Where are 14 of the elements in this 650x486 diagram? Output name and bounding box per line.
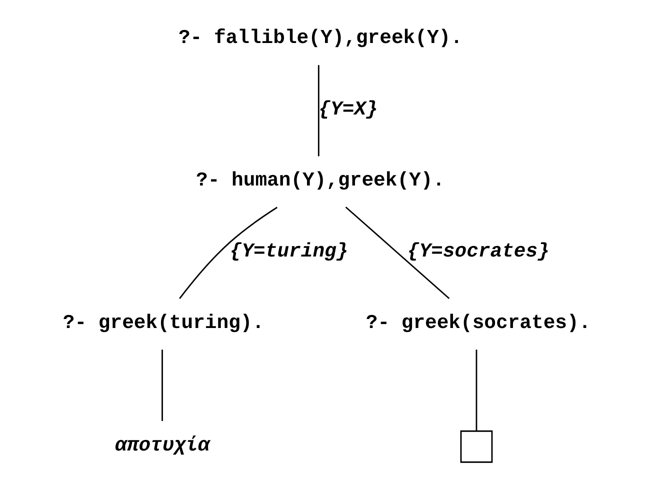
connector [318,65,320,156]
edge-label: {Y=socrates} [407,240,550,263]
node-text: ?- greek(socrates). [366,312,591,334]
node-text: ?- fallible(Y),greek(Y). [178,27,462,50]
connector [179,206,278,299]
node-text: αποτυχία [115,434,210,456]
connector [162,350,163,421]
node-text: ?- human(Y),greek(Y). [196,170,445,192]
connector [476,350,478,431]
node-box [460,430,493,463]
node-text: ?- greek(turing). [62,312,264,334]
edge-label: {Y=X} [318,98,378,120]
connector [345,206,450,299]
edge-label: {Y=turing} [230,240,348,263]
